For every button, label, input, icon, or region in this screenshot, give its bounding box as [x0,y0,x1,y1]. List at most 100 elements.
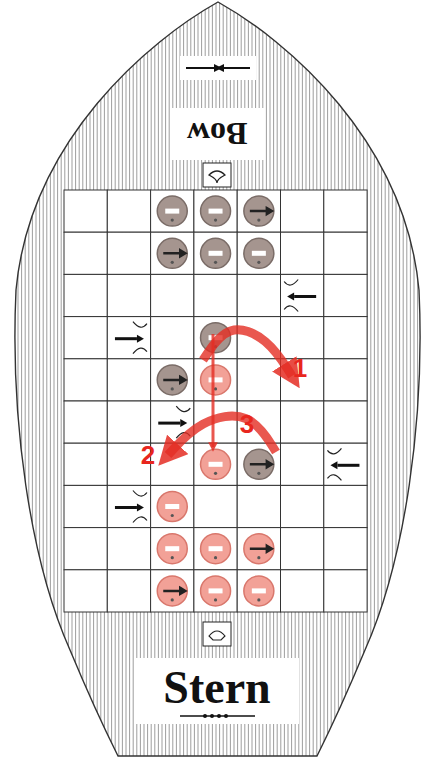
board-artwork [209,462,223,467]
board-artwork [212,334,215,447]
callout-number: 1 [293,355,307,381]
board-artwork [32,0,33,759]
board-artwork [194,274,237,316]
board-artwork [281,528,324,570]
bow-ornament [180,56,256,80]
board-artwork [374,0,375,759]
board-artwork [324,528,367,570]
board-artwork [244,196,274,226]
board-artwork [210,714,214,718]
board-artwork [324,317,367,359]
board-artwork [137,504,144,512]
cannon-markers [115,280,360,523]
board-artwork [151,570,194,612]
board-artwork [244,576,274,606]
board-artwork [64,528,107,570]
board-artwork [214,472,217,475]
board-artwork [370,0,371,759]
board-artwork [107,190,150,232]
board-artwork [157,576,187,606]
board-artwork [201,196,231,226]
board-artwork [107,401,150,443]
board-artwork [201,196,231,226]
board-artwork [224,67,250,69]
board-artwork [214,261,217,264]
board-artwork [244,196,274,226]
board-artwork [115,322,147,354]
board-artwork [107,317,150,359]
board-artwork [165,504,179,509]
board-artwork [244,576,274,606]
board-artwork [237,274,280,316]
board-artwork [194,443,237,485]
board-artwork [209,377,223,382]
board-artwork [151,485,194,527]
board-artwork [410,0,411,759]
board-artwork [157,492,187,522]
board-artwork [337,464,359,467]
board-artwork [428,0,429,759]
board-artwork [157,196,187,226]
callout-number: 2 [141,442,155,468]
board-artwork [64,570,107,612]
board-artwork [217,714,221,718]
board-artwork [0,0,1,759]
board-artwork [107,528,150,570]
board-artwork [165,209,179,214]
board-artwork [158,422,180,425]
board-artwork [157,576,187,606]
board-artwork [209,251,223,256]
board-artwork [250,461,272,467]
board-artwork [281,485,324,527]
board-artwork [432,0,433,759]
board-artwork [107,232,150,274]
board-artwork [201,365,231,395]
board-artwork [224,714,228,718]
board-artwork [194,485,237,527]
board-artwork [171,598,174,601]
board-artwork [163,588,185,594]
board-artwork [216,64,224,72]
board-artwork [201,534,231,564]
board-artwork [201,576,231,606]
board-artwork [250,546,272,552]
board-artwork [151,528,194,570]
move-arrows [168,330,292,455]
board-artwork [165,546,179,551]
board-artwork [324,190,367,232]
board-artwork [237,359,280,401]
board-artwork [64,443,107,485]
board-artwork [281,443,324,485]
board-artwork [21,0,22,759]
board-artwork [201,365,231,395]
board-artwork [157,534,187,564]
bow-label: Bow [187,118,247,150]
board-artwork [168,416,276,455]
board-artwork [28,0,29,759]
board-artwork [157,365,187,395]
board-artwork [237,528,280,570]
board-artwork [36,0,37,759]
stern-ornament [180,714,255,718]
board-artwork [281,317,324,359]
board-artwork [7,0,8,759]
board-artwork [157,534,187,564]
board-artwork [64,485,107,527]
board-artwork [257,556,260,559]
board-artwork [244,449,274,479]
board-artwork [330,461,337,469]
board-artwork [244,449,274,479]
board-artwork [294,295,316,298]
board-artwork [257,219,260,222]
hull-outline [15,2,420,756]
emblem-square [203,163,231,187]
board-artwork [186,67,214,69]
board-artwork [194,359,237,401]
board-artwork [252,588,266,593]
board-artwork [396,0,397,759]
board-artwork [201,576,231,606]
board-artwork [214,598,217,601]
